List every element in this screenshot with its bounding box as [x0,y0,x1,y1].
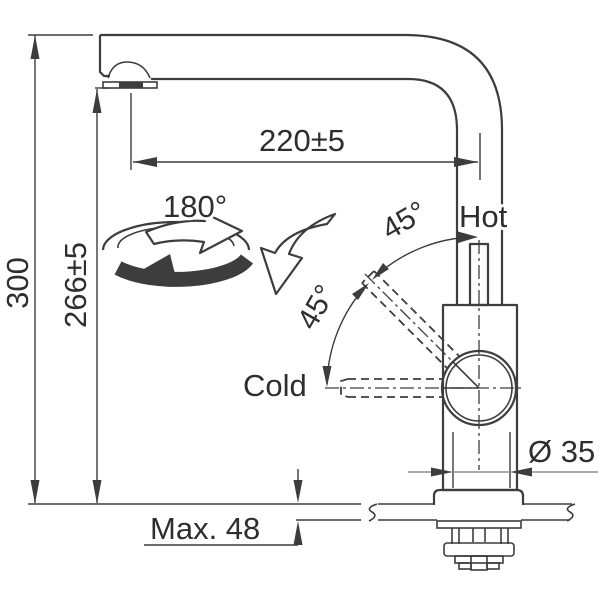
rotation-arrow-white [144,209,244,255]
lever-45-end-cap [361,270,375,284]
worktop-break-left [368,503,378,522]
aerator-outlet [102,61,158,89]
dimension-base-diameter: Ø 35 [408,431,598,477]
dimension-total-height: 300 [0,34,93,504]
rotation-arrowhead-black [128,254,178,286]
lever-45-position-dashed [361,270,460,369]
spout-outer-edge [100,33,504,305]
spout-inner-edge [151,77,459,305]
arc-arrowhead-mid-lower [352,283,369,300]
lever-45-edge-b [361,282,448,369]
dimension-outlet-height-label: 266±5 [58,242,93,328]
arc-arrowhead-bottom [322,366,332,387]
mounting-nut [443,542,515,557]
arrowhead-down [293,480,303,503]
dimension-max-worktop: Max. 48 [144,469,303,549]
dimension-spout-reach-label: 220±5 [259,123,345,158]
arc-arrowhead-mid-upper [372,263,389,280]
hot-label: Hot [459,199,508,234]
base-flange [432,488,525,505]
lever-angle-upper-label: 45° [376,195,432,246]
dimension-spout-reach: 220±5 [130,93,481,180]
washer-plate [436,520,522,529]
arrowhead-left [431,467,453,477]
arrowhead-left [133,157,157,167]
aerator-slot [119,82,143,88]
spout-outline [98,33,504,305]
mounting-hardware [436,520,522,571]
lever-cold-position-dashed [340,378,443,398]
dimension-outlet-height: 266±5 [55,87,109,504]
nut-tab-left [458,562,472,570]
nut-tab-right [486,562,500,570]
arc-arrowhead-top [456,231,478,243]
swivel-direction-arrow [259,212,337,296]
swivel-angle-label: 180° [163,189,227,224]
lever-angle-arc [322,231,478,387]
arrowhead-top [30,35,40,59]
mounting-studs [451,528,509,544]
spout-tip-cap [98,35,110,78]
lever-45-edge-a [373,270,460,357]
dimension-max-worktop-label: Max. 48 [150,511,260,546]
worktop-break-right [566,503,576,522]
swivel-rotation-symbol [101,209,254,287]
diameter-extension-lines [452,432,511,488]
threaded-bolt-end [470,555,488,571]
dimension-total-height-label: 300 [0,257,35,309]
body-column [441,303,519,492]
arrowhead-right [454,157,478,167]
arrowhead-right [510,467,532,477]
center-lines [325,240,523,470]
arrowhead-bottom [30,480,40,504]
nut-lower-plate [454,555,504,564]
aerator-dome [107,61,151,79]
cold-label: Cold [243,368,307,403]
arrowhead-top [92,89,102,113]
arrowhead-bottom [92,480,102,504]
joint-radial-45 [452,361,480,389]
diagonal-centerline [364,273,454,363]
lever-cold-end-cap [340,378,349,398]
dimension-base-diameter-label: Ø 35 [528,434,595,469]
ring-front-band [114,254,254,287]
arrowhead-up [293,521,303,545]
lever-angle-lower-label: 45° [291,279,342,335]
worktop [28,503,576,522]
